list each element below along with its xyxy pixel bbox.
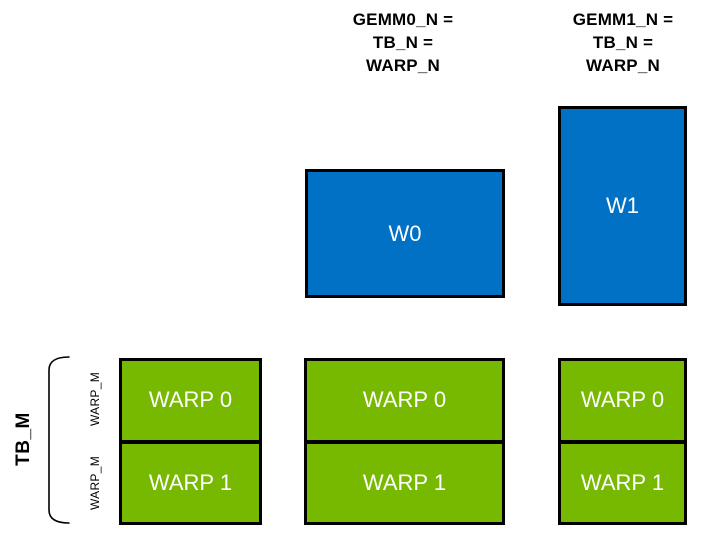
gemm1-column-label: GEMM1_N = TB_N = WARP_N	[533, 8, 713, 77]
warp-row-0: WARP 0	[307, 361, 502, 440]
warp-m-label-bottom: WARP_M	[88, 455, 102, 511]
gemm0-label-line2: TB_N =	[372, 33, 434, 52]
gemm0-label-line1: GEMM0_N =	[352, 10, 454, 29]
threadblock-tile-left: WARP 0 WARP 1	[119, 358, 262, 525]
tb-m-bracket	[48, 356, 70, 524]
threadblock-tile-middle: WARP 0 WARP 1	[304, 358, 505, 525]
gemm0-label-line3: WARP_N	[366, 56, 440, 75]
warp-row-1: WARP 1	[122, 443, 259, 522]
tb-m-label: TB_M	[13, 412, 34, 466]
warp-m-label-top: WARP_M	[88, 371, 102, 427]
gemm1-label-line3: WARP_N	[586, 56, 660, 75]
warp-row-1: WARP 1	[307, 443, 502, 522]
threadblock-tile-right: WARP 0 WARP 1	[558, 358, 687, 525]
warp-row-divider	[561, 439, 684, 444]
warp-tile-w0: W0	[305, 169, 505, 298]
gemm1-label-line1: GEMM1_N =	[572, 10, 674, 29]
warp-tile-w1-label: W1	[606, 193, 639, 218]
warp-tile-w1: W1	[558, 106, 687, 306]
warp-row-label: WARP 0	[362, 387, 447, 413]
warp-row-0: WARP 0	[561, 361, 684, 440]
warp-row-divider	[307, 439, 502, 444]
gemm0-column-label: GEMM0_N = TB_N = WARP_N	[313, 8, 493, 77]
warp-tile-w0-label: W0	[388, 220, 422, 246]
warp-row-label: WARP 0	[148, 387, 233, 413]
warp-row-0: WARP 0	[122, 361, 259, 440]
warp-row-label: WARP 1	[362, 469, 447, 495]
warp-row-1: WARP 1	[561, 443, 684, 522]
warp-row-divider	[122, 439, 259, 444]
warp-row-label: WARP 1	[148, 469, 233, 495]
warp-row-label: WARP 1	[580, 469, 665, 495]
gemm1-label-line2: TB_N =	[592, 33, 654, 52]
warp-row-label: WARP 0	[580, 387, 665, 413]
